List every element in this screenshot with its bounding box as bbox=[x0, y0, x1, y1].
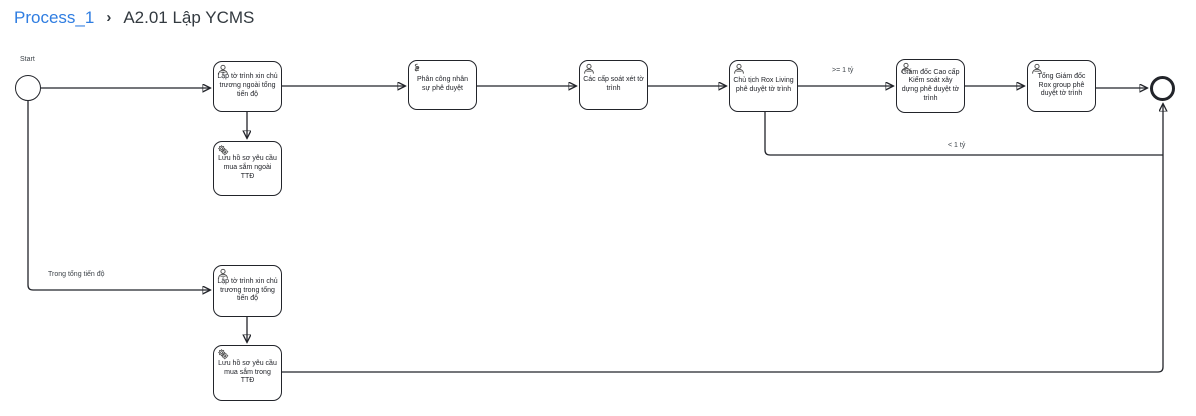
breadcrumb: Process_1 › A2.01 Lập YCMS bbox=[14, 8, 254, 28]
user-task-icon bbox=[583, 63, 595, 75]
task-label: Các cấp soát xét tờ trình bbox=[583, 76, 644, 92]
task-label: Lưu hồ sơ yêu cầu mua sắm trong TTĐ bbox=[218, 359, 277, 385]
flow-label-ge-1ty[interactable]: >= 1 tỷ bbox=[832, 67, 854, 74]
flow-label-lt-1ty[interactable]: < 1 tỷ bbox=[948, 142, 966, 149]
breadcrumb-current: A2.01 Lập YCMS bbox=[123, 8, 255, 27]
task-lap-to-trinh-ngoai-ttd[interactable]: Lập tờ trình xin chủ trương ngoài tổng t… bbox=[213, 61, 282, 112]
task-label: Chủ tịch Rox Living phê duyệt tờ trình bbox=[733, 77, 794, 93]
end-event[interactable] bbox=[1150, 76, 1175, 101]
user-task-icon bbox=[733, 63, 745, 75]
task-cac-cap-soat-xet[interactable]: Các cấp soát xét tờ trình bbox=[579, 60, 648, 110]
task-giam-doc-cao-cap[interactable]: Giám đốc Cao cấp Kiểm soát xây dựng phê … bbox=[896, 59, 965, 113]
user-task-icon bbox=[217, 64, 229, 76]
service-task-icon bbox=[217, 348, 229, 360]
task-phan-cong-nhan-su[interactable]: Phân công nhân sự phê duyệt bbox=[408, 60, 477, 110]
service-task-icon bbox=[217, 144, 229, 156]
task-lap-to-trinh-trong-ttd[interactable]: Lập tờ trình xin chủ trương trong tổng t… bbox=[213, 265, 282, 317]
breadcrumb-separator-icon: › bbox=[106, 8, 112, 26]
user-task-icon bbox=[900, 62, 912, 74]
task-label: Tổng Giám đốc Rox group phê duyệt tờ trì… bbox=[1037, 72, 1086, 98]
user-task-icon bbox=[217, 268, 229, 280]
script-task-icon bbox=[412, 63, 424, 75]
task-label: Phân công nhân sự phê duyệt bbox=[417, 76, 468, 92]
task-tong-giam-doc-rox-group[interactable]: Tổng Giám đốc Rox group phê duyệt tờ trì… bbox=[1027, 60, 1096, 112]
flow-start-to-lap-trong[interactable] bbox=[27, 101, 210, 290]
start-event-label: Start bbox=[20, 56, 35, 63]
task-luu-ho-so-trong-ttd[interactable]: Lưu hồ sơ yêu cầu mua sắm trong TTĐ bbox=[213, 345, 282, 401]
flow-label-trong-tong-tien-do[interactable]: Trong tổng tiến độ bbox=[48, 271, 105, 278]
task-chu-tich-rox-living[interactable]: Chủ tịch Rox Living phê duyệt tờ trình bbox=[729, 60, 798, 112]
task-label: Giám đốc Cao cấp Kiểm soát xây dựng phê … bbox=[901, 68, 960, 102]
task-label: Lập tờ trình xin chủ trương trong tổng t… bbox=[217, 277, 278, 303]
flow-chu-tich-lt-1ty[interactable] bbox=[764, 112, 1163, 156]
breadcrumb-process-link[interactable]: Process_1 bbox=[14, 8, 95, 27]
task-luu-ho-so-ngoai-ttd[interactable]: Lưu hồ sơ yêu cầu mua sắm ngoài TTĐ bbox=[213, 141, 282, 196]
start-event[interactable] bbox=[15, 75, 41, 101]
flow-luu-trong-to-end[interactable] bbox=[282, 104, 1163, 373]
task-label: Lập tờ trình xin chủ trương ngoài tổng t… bbox=[217, 73, 278, 98]
user-task-icon bbox=[1031, 63, 1043, 75]
task-label: Lưu hồ sơ yêu cầu mua sắm ngoài TTĐ bbox=[218, 155, 277, 180]
